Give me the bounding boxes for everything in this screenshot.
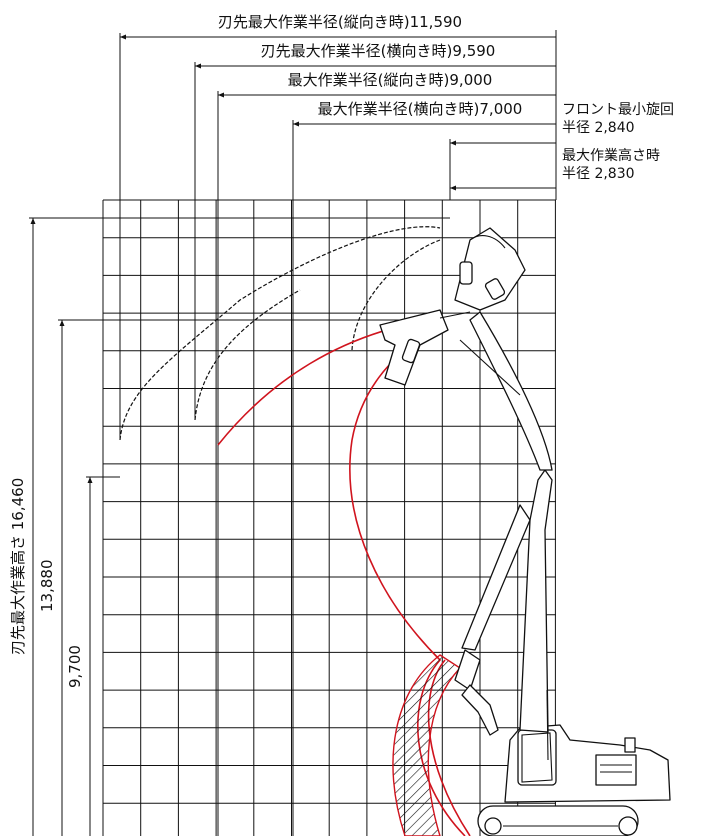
vertical-dimensions	[29, 217, 450, 836]
excavator-stick	[469, 311, 553, 471]
working-envelopes	[119, 226, 441, 441]
front-min-swing-line2: 半径 2,840	[562, 120, 635, 136]
tip-reach-envelope-inner	[351, 239, 441, 351]
dim-label-height-9700: 9,700	[66, 645, 84, 688]
dim-label-tip-max-radius-vertical: 刃先最大作業半径(縦向き時)11,590	[218, 13, 462, 31]
front-min-swing-line1: フロント最小旋回	[562, 102, 674, 118]
excavator-crawler	[477, 805, 639, 836]
max-height-radius-line1: 最大作業高さ時	[562, 147, 660, 164]
horizontal-dimensions	[119, 30, 557, 836]
tip-reach-envelope-vertical	[119, 226, 441, 441]
red-range-curves	[217, 319, 471, 836]
dim-label-max-radius-vertical: 最大作業半径(縦向き時)9,000	[288, 71, 493, 89]
excavator	[379, 227, 671, 836]
dim-label-max-radius-horizontal: 最大作業半径(横向き時)7,000	[318, 100, 523, 118]
horizontal-dimension-labels: 刃先最大作業半径(縦向き時)11,590 刃先最大作業半径(横向き時)9,590…	[218, 13, 674, 182]
tip-reach-envelope-horizontal	[194, 289, 301, 421]
dim-label-tip-max-radius-horizontal: 刃先最大作業半径(横向き時)9,590	[261, 42, 496, 60]
vertical-dimension-labels: 刃先最大作業高さ 16,460 13,880 9,700	[9, 478, 84, 688]
dim-label-height-13880: 13,880	[38, 560, 56, 613]
hatched-swing-zone	[392, 654, 462, 836]
lower-attachment	[461, 684, 499, 736]
max-height-radius-line2: 半径 2,830	[562, 166, 635, 182]
dim-label-tip-max-height: 刃先最大作業高さ 16,460	[9, 478, 27, 655]
excavator-arm	[461, 504, 531, 651]
